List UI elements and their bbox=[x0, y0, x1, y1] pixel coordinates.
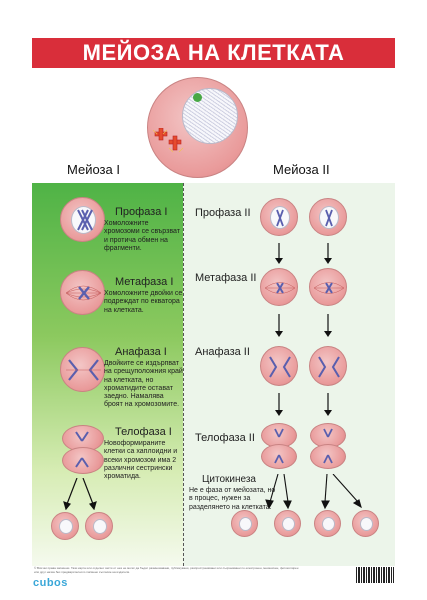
gamete-cell-3 bbox=[314, 510, 341, 537]
chromosome-icon bbox=[274, 428, 284, 464]
daughter-cell-1 bbox=[51, 512, 79, 540]
meiosis-2-heading: Мейоза II bbox=[273, 162, 330, 177]
arrow-icon bbox=[275, 314, 283, 337]
separating-chromosomes-icon bbox=[66, 359, 101, 381]
metaphase-2-label: Метафаза II bbox=[195, 272, 257, 284]
telophase-1-description: Новоформираните клетки са хаплоидни и вс… bbox=[104, 440, 178, 481]
anaphase-1-description: Двойките се издърпват на срещуположния к… bbox=[104, 360, 183, 409]
spindle-icon bbox=[65, 285, 102, 301]
metaphase-1-cell bbox=[60, 270, 105, 315]
anaphase-2-label: Анафаза II bbox=[195, 346, 250, 358]
arrow-icon bbox=[63, 478, 97, 510]
prophase-2-label: Профаза II bbox=[195, 207, 251, 219]
gamete-nucleus bbox=[282, 517, 295, 531]
barcode-icon bbox=[356, 567, 394, 583]
chromosome-icon bbox=[325, 209, 333, 227]
prophase-2-cell-b bbox=[309, 198, 347, 236]
meiosis-1-heading: Мейоза I bbox=[67, 162, 120, 177]
gamete-cell-4 bbox=[352, 510, 379, 537]
telophase-2-label: Телофаза II bbox=[195, 432, 255, 444]
metaphase-1-label: Метафаза I bbox=[115, 276, 174, 288]
cytokinesis-description: Не е фаза от мейозата, но в процес, нуже… bbox=[189, 487, 276, 511]
prophase-1-label: Профаза I bbox=[115, 206, 168, 218]
daughter-cell-2 bbox=[85, 512, 113, 540]
metaphase-1-description: Хомоложните двойки се подреждат по екват… bbox=[104, 290, 183, 314]
anaphase-2-cell-b bbox=[309, 346, 347, 386]
parent-cell bbox=[147, 77, 248, 178]
cytokinesis-label: Цитокинеза bbox=[202, 474, 256, 485]
anaphase-2-cell-a bbox=[260, 346, 298, 386]
prophase-1-description: Хомоложните хромозоми се свързват и прот… bbox=[104, 220, 180, 252]
separating-chromosomes-icon bbox=[269, 356, 291, 378]
page-title: МЕЙОЗА НА КЛЕТКАТА bbox=[32, 38, 395, 68]
arrow-icon bbox=[275, 393, 283, 416]
spindle-icon bbox=[264, 282, 296, 294]
centrosome-icon bbox=[153, 128, 184, 153]
telophase-1-label: Телофаза I bbox=[115, 426, 172, 438]
arrow-icon bbox=[324, 243, 332, 264]
gamete-cell-1 bbox=[231, 510, 258, 537]
arrow-icon bbox=[324, 393, 332, 416]
chromosome-icon bbox=[323, 428, 333, 464]
arrow-icon bbox=[275, 243, 283, 264]
gamete-nucleus bbox=[239, 517, 252, 531]
daughter-nucleus bbox=[59, 519, 73, 534]
brand-logo: cubos bbox=[33, 577, 68, 589]
gamete-cell-2 bbox=[274, 510, 301, 537]
nucleolus bbox=[193, 93, 202, 102]
metaphase-2-cell-a bbox=[260, 268, 298, 306]
arrow-icon bbox=[324, 314, 332, 337]
telophase-2-cell-b bbox=[310, 423, 346, 469]
prophase-2-cell-a bbox=[260, 198, 298, 236]
chromosome-icon bbox=[77, 209, 93, 231]
arrow-icon bbox=[265, 474, 362, 510]
telophase-1-cell bbox=[62, 425, 104, 475]
column-divider bbox=[183, 183, 184, 566]
chromosome-icon bbox=[276, 209, 284, 227]
separating-chromosomes-icon bbox=[318, 356, 340, 378]
meiosis-1-panel bbox=[32, 183, 183, 566]
chromosome-icon bbox=[75, 431, 89, 468]
daughter-nucleus bbox=[93, 519, 107, 534]
metaphase-2-cell-b bbox=[309, 268, 347, 306]
parent-nucleus bbox=[182, 88, 238, 144]
anaphase-1-label: Анафаза I bbox=[115, 346, 167, 358]
copyright-text: © Всички права запазени. Тази карта или … bbox=[34, 566, 299, 574]
telophase-2-cell-a bbox=[261, 423, 297, 469]
spindle-icon bbox=[313, 282, 345, 294]
gamete-nucleus bbox=[360, 517, 373, 531]
gamete-nucleus bbox=[322, 517, 335, 531]
prophase-1-cell bbox=[60, 197, 105, 242]
anaphase-1-cell bbox=[60, 347, 105, 392]
